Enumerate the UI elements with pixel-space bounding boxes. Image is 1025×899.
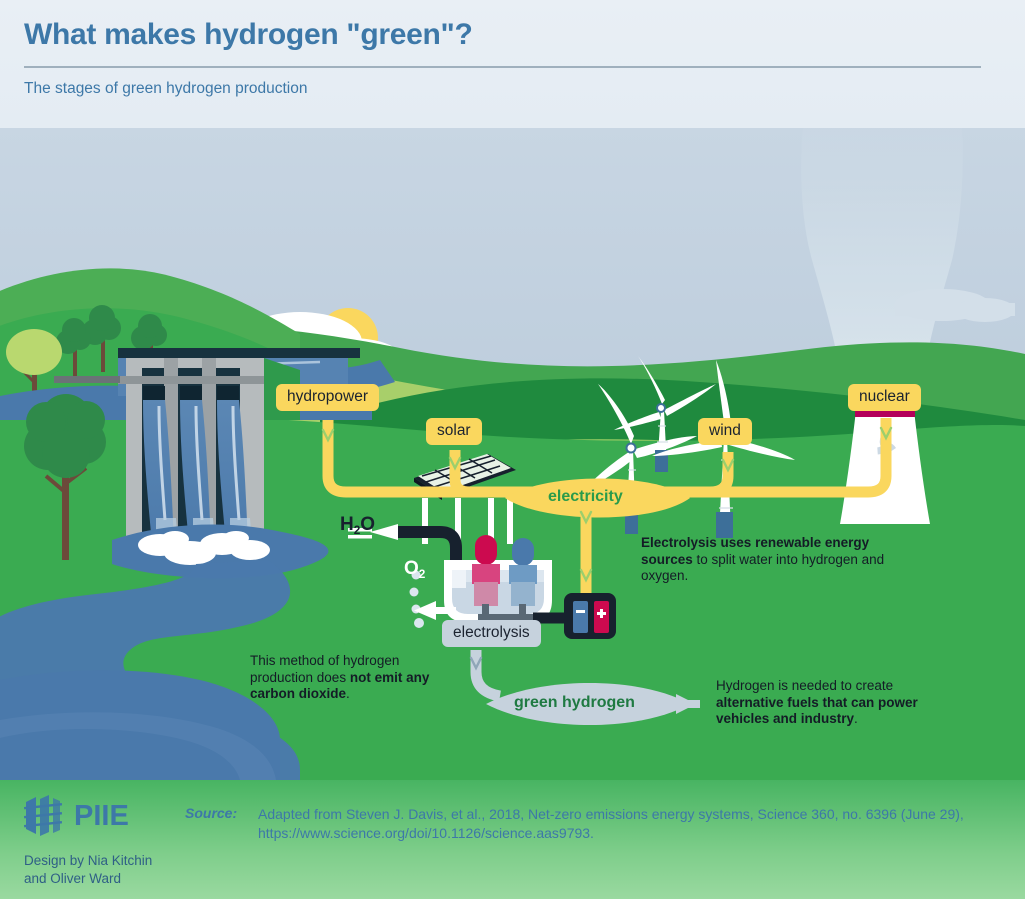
oxygen-out-arrow <box>414 601 456 620</box>
battery-icon <box>564 593 616 639</box>
waterfall-3 <box>217 400 248 544</box>
source-text: Adapted from Steven J. Davis, et al., 20… <box>258 806 964 841</box>
label-electricity: electricity <box>548 488 623 505</box>
waterfall-2 <box>180 400 211 544</box>
source-label: Source: <box>185 805 238 821</box>
note-no-co2-lead: This method of hydrogen production does <box>250 653 400 685</box>
electricity-flow-lines <box>322 418 892 498</box>
note-uses-tail: . <box>854 711 858 726</box>
water-inlet-pipe <box>348 524 462 572</box>
note-no-co2: This method of hydrogen production does … <box>250 653 438 703</box>
title-divider <box>24 66 981 68</box>
piie-logo-mark <box>24 795 63 836</box>
piie-logo-text: PIIE <box>74 800 129 832</box>
note-uses: Hydrogen is needed to create alternative… <box>716 678 948 728</box>
steam-plume <box>801 120 963 415</box>
design-credit: Design by Nia Kitchin and Oliver Ward <box>24 853 153 886</box>
footer: PIIE Source: Adapted from Steven J. Davi… <box>0 780 1025 899</box>
label-green-hydrogen: green hydrogen <box>514 694 635 711</box>
hydrogen-flow-lines <box>470 650 502 702</box>
water-inlet-arrow <box>370 524 398 540</box>
label-wind[interactable]: wind <box>698 418 752 446</box>
formula-water-text: H2O <box>340 514 376 537</box>
green-hydrogen-lens <box>486 683 690 725</box>
header: What makes hydrogen "green"? The stages … <box>0 0 1025 128</box>
piie-logo: PIIE <box>22 794 162 836</box>
electrode-cathode <box>509 538 537 622</box>
electrode-anode <box>472 535 500 622</box>
hydrogen-flow-chevron <box>469 656 483 671</box>
note-electrolysis: Electrolysis uses renewable energy sourc… <box>641 535 903 585</box>
note-no-co2-bold: not emit any carbon dioxide <box>250 669 430 702</box>
label-electrolysis[interactable]: electrolysis <box>442 620 541 648</box>
label-hydropower[interactable]: hydropower <box>276 384 379 412</box>
tree-large <box>24 394 106 560</box>
oxygen-bubbles <box>409 570 424 628</box>
hydroelectric-dam <box>54 348 360 548</box>
label-nuclear[interactable]: nuclear <box>848 384 921 412</box>
page-title: What makes hydrogen "green"? <box>24 18 473 51</box>
formula-water: H2O <box>340 514 376 537</box>
tree-lime <box>6 329 62 406</box>
tree-small-b <box>56 318 91 380</box>
waterfall-foam <box>138 531 270 565</box>
electrolyzer-vessel <box>444 535 552 623</box>
note-no-co2-tail: . <box>346 686 350 701</box>
flow-chevrons <box>321 426 893 583</box>
waterfall-1 <box>143 400 174 544</box>
note-electrolysis-bold: Electrolysis uses renewable energy sourc… <box>641 535 870 567</box>
label-solar[interactable]: solar <box>426 418 482 446</box>
hydrogen-out-arrow <box>672 694 700 714</box>
formula-oxygen-text: O2 <box>404 558 426 581</box>
river-bank-highlight <box>0 712 276 780</box>
formula-oxygen: O2 <box>404 558 426 581</box>
page-subtitle: The stages of green hydrogen production <box>24 80 308 97</box>
note-uses-lead: Hydrogen is needed to create <box>716 678 894 693</box>
note-uses-bold: alternative fuels that can power vehicle… <box>716 694 918 727</box>
illustration-scene: hydropower solar wind nuclear electrolys… <box>0 120 1025 780</box>
electricity-lens <box>505 478 690 518</box>
cloud-right <box>894 289 1015 322</box>
note-electrolysis-rest: to split water into hydrogen and oxygen. <box>641 551 885 584</box>
